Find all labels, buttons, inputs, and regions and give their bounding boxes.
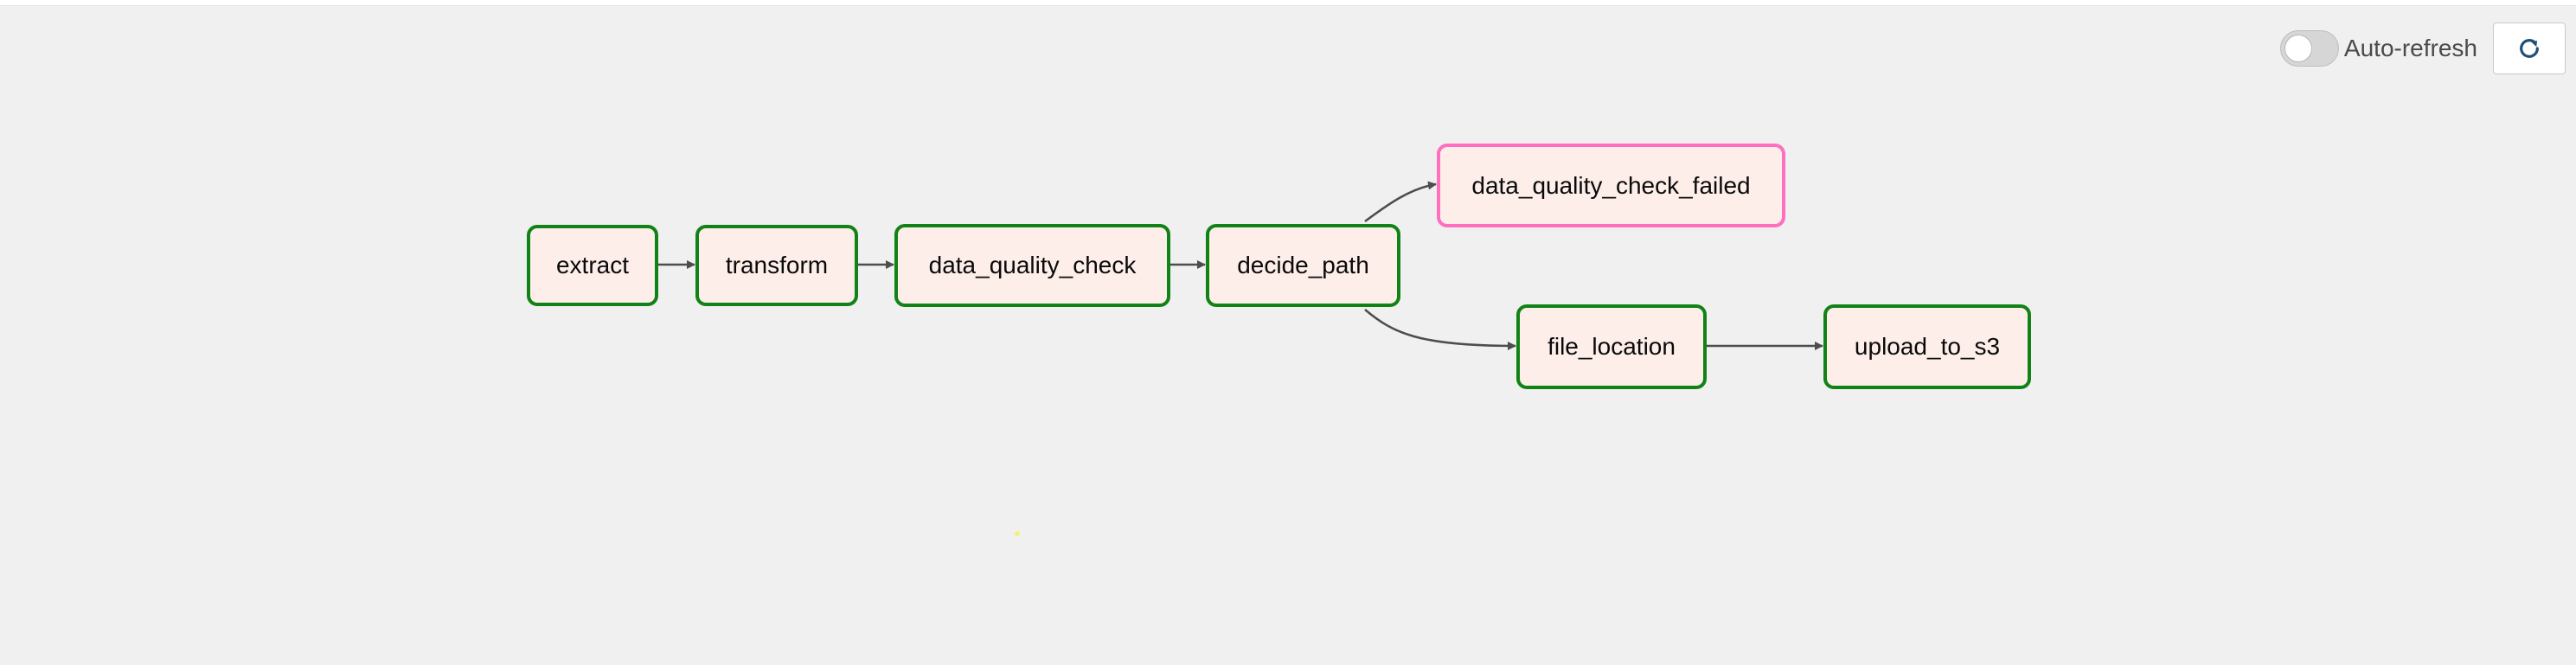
task-node-file-location[interactable]: file_location: [1516, 304, 1707, 389]
auto-refresh-toggle[interactable]: [2279, 30, 2339, 67]
graph-canvas[interactable]: [0, 5, 2576, 665]
task-node-data-quality-check-failed[interactable]: data_quality_check_failed: [1437, 144, 1785, 227]
refresh-icon: [2520, 39, 2539, 58]
task-label: decide_path: [1237, 252, 1369, 278]
task-label: file_location: [1548, 333, 1676, 360]
graph-toolbar: Auto-refresh: [2279, 22, 2566, 74]
cursor-dot: [1015, 531, 1020, 536]
task-label: data_quality_check_failed: [1471, 171, 1751, 199]
task-label: upload_to_s3: [1854, 333, 2001, 360]
task-node-decide-path[interactable]: decide_path: [1206, 224, 1400, 307]
auto-refresh-label: Auto-refresh: [2343, 35, 2477, 61]
task-label: transform: [725, 252, 829, 278]
task-label: extract: [555, 252, 630, 278]
task-node-upload-to-s3[interactable]: upload_to_s3: [1823, 304, 2031, 389]
edge-decide-path-data-quality-check-failed: [1364, 181, 1437, 223]
toggle-knob: [2284, 35, 2312, 62]
task-label: data_quality_check: [928, 252, 1137, 278]
auto-refresh-control[interactable]: Auto-refresh: [2279, 30, 2477, 67]
task-node-data-quality-check[interactable]: data_quality_check: [894, 224, 1170, 307]
edge-decide-path-file-location: [1364, 309, 1516, 350]
task-node-extract[interactable]: extract: [527, 225, 658, 306]
task-node-transform[interactable]: transform: [695, 225, 858, 306]
refresh-button[interactable]: [2493, 22, 2566, 74]
